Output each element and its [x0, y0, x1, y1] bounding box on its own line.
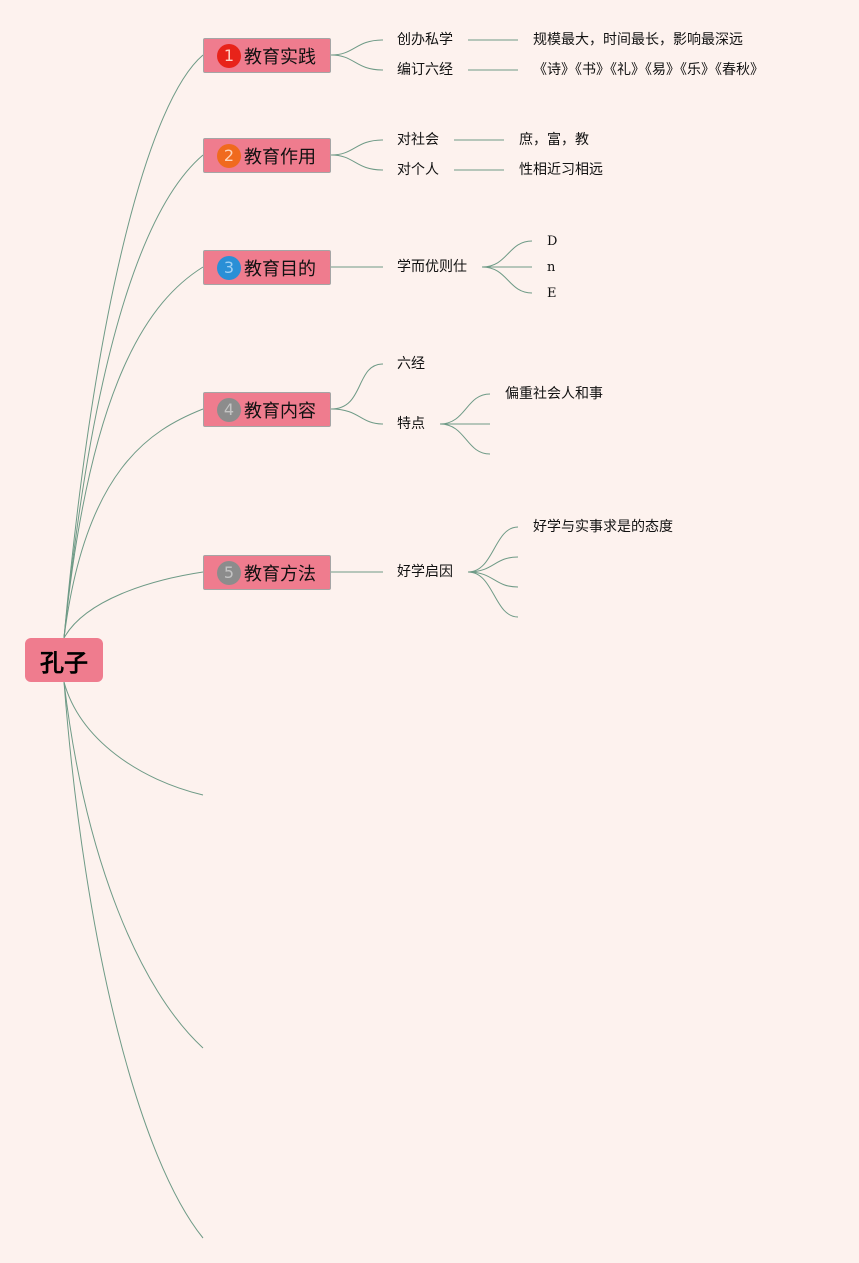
subtopic-six-classics[interactable]: 六经 [397, 356, 425, 372]
child-node[interactable]: E [547, 286, 557, 301]
edge-t5-c3 [467, 571, 519, 588]
connector-lines [63, 39, 533, 1239]
edge-t2-s1 [330, 139, 384, 156]
edge-t3-c3 [481, 266, 533, 294]
topic-label: 教育目的 [244, 258, 316, 280]
priority-5-icon: 5 [217, 560, 241, 585]
edge-root-topic-2 [63, 154, 204, 639]
subtopic-detail[interactable]: 《诗》《书》《礼》《易》《乐》《春秋》 [533, 62, 764, 78]
child-node[interactable]: D [547, 234, 558, 249]
edge-root-topic-3 [63, 266, 204, 639]
subtopic-learn-then-serve[interactable]: 学而优则仕 [397, 259, 467, 275]
topic-education-content[interactable]: 4 教育内容 [203, 392, 331, 427]
subtopic-detail[interactable]: 规模最大，时间最长，影响最深远 [533, 32, 743, 48]
edge-t2-s2 [330, 154, 384, 171]
topic-education-method[interactable]: 5 教育方法 [203, 555, 331, 590]
edge-root-empty-3 [63, 681, 204, 1239]
topic-label: 教育实践 [244, 46, 316, 68]
central-topic[interactable]: 孔子 [25, 638, 103, 682]
subtopic-six-classics[interactable]: 编订六经 [397, 62, 453, 78]
priority-1-icon: 1 [217, 43, 241, 68]
priority-4-icon: 4 [217, 397, 241, 422]
subtopic-detail[interactable]: 性相近习相远 [519, 162, 603, 178]
topic-education-practice[interactable]: 1 教育实践 [203, 38, 331, 73]
subtopic-private-school[interactable]: 创办私学 [397, 32, 453, 48]
topic-label: 教育内容 [244, 400, 316, 422]
subtopic-individual[interactable]: 对个人 [397, 162, 439, 178]
subtopic-features[interactable]: 特点 [397, 416, 425, 432]
edge-t5-c2 [467, 556, 519, 573]
edge-root-topic-5 [63, 571, 204, 639]
edge-t4-c1 [439, 393, 491, 425]
child-node[interactable]: n [547, 260, 556, 275]
edge-root-empty-1 [63, 681, 204, 796]
edge-t3-c1 [481, 240, 533, 268]
topic-education-goal[interactable]: 3 教育目的 [203, 250, 331, 285]
edge-root-topic-4 [63, 408, 204, 639]
edge-t1-s2 [330, 54, 384, 71]
priority-2-icon: 2 [217, 143, 241, 168]
subtopic-heuristic[interactable]: 好学启因 [397, 564, 453, 580]
edge-t5-c1 [467, 526, 519, 573]
topic-label: 教育作用 [244, 146, 316, 168]
topic-label: 教育方法 [244, 563, 316, 585]
edge-t4-s2 [330, 408, 384, 425]
edge-t5-c4 [467, 571, 519, 618]
child-node[interactable]: 好学与实事求是的态度 [533, 519, 673, 535]
priority-3-icon: 3 [217, 255, 241, 280]
topic-education-role[interactable]: 2 教育作用 [203, 138, 331, 173]
edge-root-topic-1 [63, 54, 204, 639]
subtopic-detail[interactable]: 庶，富，教 [519, 132, 589, 148]
edge-root-empty-2 [63, 681, 204, 1049]
edge-t4-c3 [439, 423, 491, 455]
subtopic-society[interactable]: 对社会 [397, 132, 439, 148]
edge-t1-s1 [330, 39, 384, 56]
child-node[interactable]: 偏重社会人和事 [505, 386, 603, 402]
edge-t4-s1 [330, 363, 384, 410]
